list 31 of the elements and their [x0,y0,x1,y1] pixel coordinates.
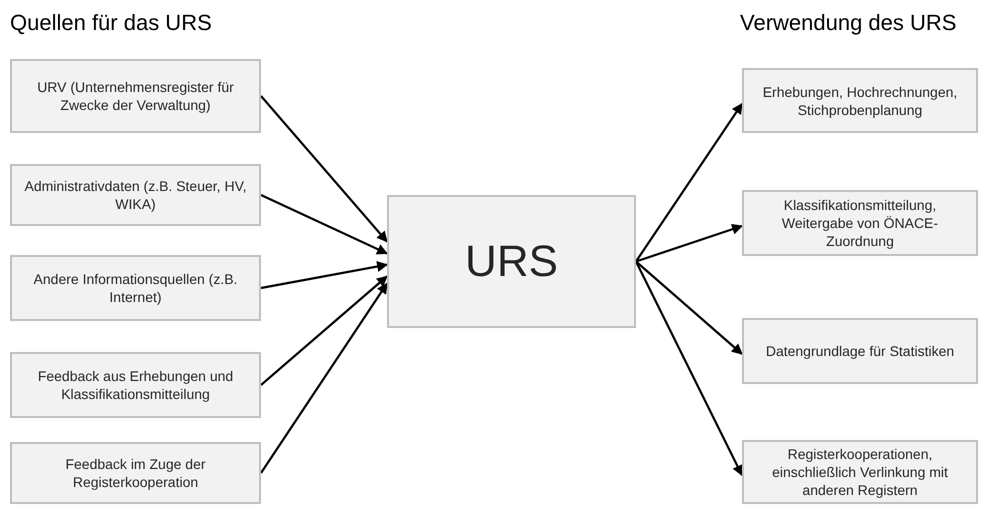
arrow [260,261,388,290]
box-text: URV (Unternehmensregister für Zwecke der Verwaltung) [36,78,235,114]
process-box [10,59,261,133]
process-box [742,318,978,384]
column-heading: Verwendung des URS [740,10,956,36]
column-heading: Quellen für das URS [10,10,212,36]
box-text: Andere Informationsquellen (z.B. Internet) [32,270,238,306]
box-text: Feedback im Zuge der Registerkooperation [64,455,207,491]
process-box [742,190,978,256]
arrow [260,194,388,255]
arrow [635,102,743,262]
arrow [635,260,743,355]
arrow [260,275,388,386]
process-box [387,195,636,328]
box-text: Datengrundlage für Statistiken [766,342,954,360]
process-box [10,352,261,418]
process-box [10,442,261,504]
arrow [260,282,388,474]
box-text: Registerkooperationen, einschließlich Verlinkung mit anderen Registern [771,445,949,499]
box-text: Klassifikationsmitteilung, Weitergabe von ÖNACE-Zuordnung [780,196,940,250]
process-box [10,255,261,321]
process-box [742,440,978,504]
process-box [742,68,978,133]
central-title: URS [465,238,558,286]
box-text: Administrativdaten (z.B. Steuer, HV, WIKA) [23,177,248,213]
arrow [636,224,744,263]
arrow [635,261,743,476]
box-text: Erhebungen, Hochrechnungen, Stichprobenplanung [762,82,958,118]
arrow [260,95,388,242]
box-text: Feedback aus Erhebungen und Klassifikationsmitteilung [36,367,234,403]
process-box [10,164,261,226]
